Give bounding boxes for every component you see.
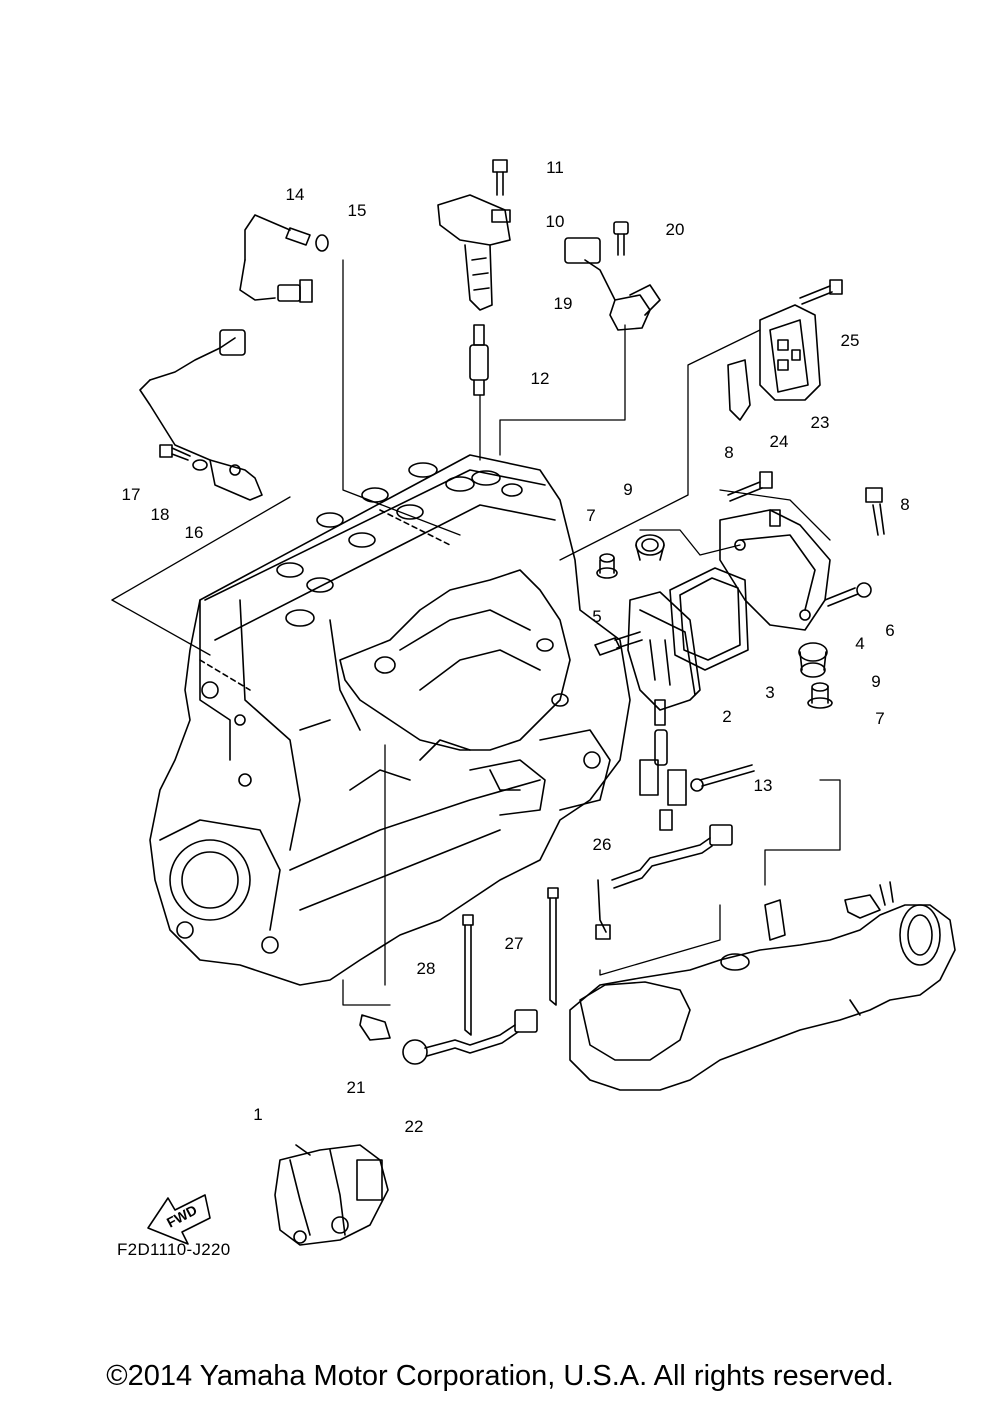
callout-26: 26 bbox=[593, 835, 612, 854]
callout-9b: 9 bbox=[871, 672, 880, 691]
part-12-spark-plug bbox=[469, 324, 489, 396]
callout-8b: 8 bbox=[900, 495, 909, 514]
engine-block bbox=[149, 454, 631, 986]
callout-19: 19 bbox=[554, 294, 573, 313]
part-19-sensor bbox=[564, 237, 661, 331]
reference-lines bbox=[111, 259, 841, 1006]
callout-13: 13 bbox=[754, 776, 773, 795]
part-7-collar-bottom bbox=[807, 682, 833, 709]
exhaust-pipe bbox=[569, 881, 956, 1091]
callout-1: 1 bbox=[253, 1105, 262, 1124]
callout-6: 6 bbox=[885, 621, 894, 640]
callout-23: 23 bbox=[811, 413, 830, 432]
part-24-gasket bbox=[727, 359, 751, 421]
callout-9a: 9 bbox=[623, 480, 632, 499]
part-20-bolt bbox=[613, 221, 629, 256]
callout-2: 2 bbox=[722, 707, 731, 726]
part-10-ignition-coil bbox=[437, 194, 511, 311]
callout-12: 12 bbox=[531, 369, 550, 388]
part-15-washer bbox=[315, 234, 329, 252]
callout-labels: 1234567788991011121314151617181920212223… bbox=[122, 158, 910, 1136]
callout-11: 11 bbox=[546, 158, 564, 177]
part-16-sensor bbox=[139, 329, 263, 501]
part-7-collar-top bbox=[596, 553, 618, 579]
part-25-bolt bbox=[799, 279, 843, 305]
part-28-cable-tie bbox=[462, 914, 474, 1036]
diagram-code: F2D1110-J220 bbox=[117, 1240, 231, 1259]
part-5-bolt bbox=[594, 631, 643, 656]
part-18-washer bbox=[192, 459, 208, 471]
callout-10: 10 bbox=[546, 212, 565, 231]
callout-16: 16 bbox=[185, 523, 204, 542]
callout-27: 27 bbox=[505, 934, 524, 953]
callout-20: 20 bbox=[666, 220, 685, 239]
callout-4: 4 bbox=[855, 634, 864, 653]
part-1-throttle-body bbox=[274, 1144, 389, 1246]
copyright-notice: ©2014 Yamaha Motor Corporation, U.S.A. A… bbox=[106, 1360, 894, 1392]
part-26-sensor bbox=[595, 824, 733, 940]
callout-3: 3 bbox=[765, 683, 774, 702]
callout-28: 28 bbox=[417, 959, 436, 978]
part-2-module bbox=[627, 591, 701, 831]
callout-21: 21 bbox=[347, 1078, 366, 1097]
part-9-grommet-top bbox=[635, 534, 665, 561]
callout-7a: 7 bbox=[586, 506, 595, 525]
part-9-grommet-bottom bbox=[798, 642, 828, 678]
part-11-bolt bbox=[492, 159, 508, 196]
callout-22: 22 bbox=[405, 1117, 424, 1136]
callout-14: 14 bbox=[286, 185, 305, 204]
fwd-arrow-icon bbox=[147, 1194, 211, 1245]
callout-25: 25 bbox=[841, 331, 860, 350]
callout-15: 15 bbox=[348, 201, 367, 220]
callout-18: 18 bbox=[151, 505, 170, 524]
part-8-bolt-top bbox=[727, 471, 773, 502]
callout-8a: 8 bbox=[724, 443, 733, 462]
part-13-sensor bbox=[690, 764, 755, 792]
part-22-knock-sensor bbox=[402, 1009, 538, 1065]
part-27-cable-tie bbox=[547, 887, 559, 1006]
callout-24: 24 bbox=[770, 432, 789, 451]
part-23-regulator bbox=[759, 304, 821, 401]
callout-7b: 7 bbox=[875, 709, 884, 728]
part-3-gasket bbox=[669, 567, 749, 671]
part-4-bracket bbox=[719, 509, 831, 631]
part-8-bolt-right bbox=[865, 487, 885, 536]
part-17-bolt bbox=[159, 444, 191, 461]
part-21-sensor bbox=[359, 1014, 391, 1041]
part-14-sensor bbox=[239, 214, 313, 303]
callout-5: 5 bbox=[592, 607, 601, 626]
part-6-bolt bbox=[824, 582, 872, 607]
callout-17: 17 bbox=[122, 485, 141, 504]
